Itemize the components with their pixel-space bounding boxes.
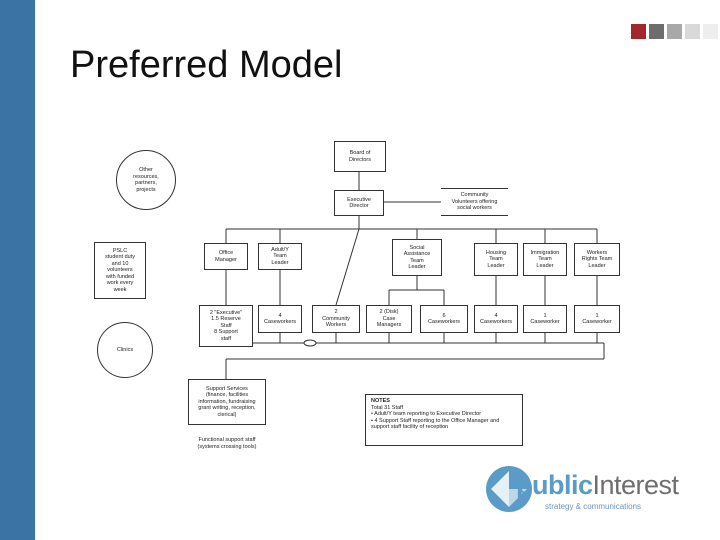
logo-wordmark: publicInterest [516, 470, 679, 501]
community-workers-label: 2 Community Workers [322, 309, 350, 329]
adult-team-leader-label: Adult/Y Team Leader [271, 246, 289, 266]
executive-director-box: Executive Director [334, 190, 384, 216]
caseworker-1a-box: 1 Caseworker [523, 305, 567, 333]
immigration-team-leader-box: Immigration Team Leader [523, 243, 567, 276]
caseworkers-4b-box: 4 Caseworkers [474, 305, 518, 333]
support-services-box: Support Services (finance, facilities in… [188, 379, 266, 425]
square-dark-gray [649, 24, 664, 39]
case-managers-label: 2 (Disk) Case Managers [376, 309, 402, 329]
notes-heading: NOTES [371, 398, 390, 404]
notes-line-2: • Adult/Y team reporting to Executive Di… [371, 411, 482, 417]
slide-title: Preferred Model [70, 44, 343, 86]
immigration-team-leader-label: Immigration Team Leader [530, 249, 560, 269]
support-services-label: Support Services (finance, facilities in… [198, 385, 256, 418]
notes-line-1: Total 31 Staff [371, 404, 404, 411]
logo-text-bold: public [516, 470, 593, 500]
caseworker-1b-label: 1 Caseworker [582, 312, 612, 326]
functional-support-note: Functional support staff (systems crossi… [197, 437, 257, 450]
square-gray [667, 24, 682, 39]
square-light-gray [685, 24, 700, 39]
caseworkers-4b-label: 4 Caseworkers [479, 312, 513, 326]
executive-director-label: Executive Director [347, 196, 371, 210]
square-red [631, 24, 646, 39]
caseworkers-6-box: 6 Caseworkers [420, 305, 468, 333]
housing-team-leader-box: Housing Team Leader [474, 243, 518, 276]
office-manager-label: Office Manager [215, 250, 237, 263]
workers-rights-leader-label: Workers Rights Team Leader [581, 249, 613, 269]
board-of-directors-box: Board of Directors [334, 141, 386, 172]
square-lightest-gray [703, 24, 718, 39]
logo-text-light: Interest [592, 470, 680, 500]
office-manager-box: Office Manager [204, 243, 248, 270]
caseworkers-4-box: 4 Caseworkers [258, 305, 302, 333]
other-resources-label: Other resources, partners, projects [133, 167, 159, 193]
support-staff-label: 2 "Executive" 1.5 Reserve Staff 8 Suppor… [209, 309, 243, 342]
pslc-students-box: PSLC student duty and 10 volunteers with… [94, 242, 146, 299]
caseworker-1a-label: 1 Caseworker [530, 312, 560, 326]
logo-tagline: strategy & communications [545, 502, 642, 511]
clinics-circle: Clinics [97, 322, 153, 378]
notes-box: NOTES Total 31 Staff • Adult/Y team repo… [365, 394, 523, 446]
social-assistance-leader-box: Social Assistance Team Leader [392, 239, 442, 276]
decorative-squares [631, 24, 718, 39]
community-workers-box: 2 Community Workers [312, 305, 360, 333]
adult-team-leader-box: Adult/Y Team Leader [258, 243, 302, 270]
public-interest-logo [486, 466, 532, 512]
pslc-students-label: PSLC student duty and 10 volunteers with… [105, 247, 135, 293]
community-volunteers-label: Community Volunteers offering social wor… [451, 192, 498, 212]
case-managers-box: 2 (Disk) Case Managers [366, 305, 412, 333]
caseworkers-6-label: 6 Caseworkers [427, 312, 461, 326]
clinics-label: Clinics [116, 346, 134, 353]
community-volunteers-box: Community Volunteers offering social wor… [441, 188, 508, 216]
workers-rights-leader-box: Workers Rights Team Leader [574, 243, 620, 276]
support-staff-box: 2 "Executive" 1.5 Reserve Staff 8 Suppor… [199, 305, 253, 347]
board-label: Board of Directors [348, 150, 371, 163]
notes-line-3: • 4 Support Staff reporting to the Offic… [371, 417, 500, 431]
housing-team-leader-label: Housing Team Leader [485, 249, 507, 269]
social-assistance-leader-label: Social Assistance Team Leader [403, 244, 431, 271]
caseworker-1b-box: 1 Caseworker [574, 305, 620, 333]
side-accent-bar [0, 0, 35, 540]
caseworkers-4-label: 4 Caseworkers [263, 312, 297, 326]
other-resources-circle: Other resources, partners, projects [116, 150, 176, 210]
